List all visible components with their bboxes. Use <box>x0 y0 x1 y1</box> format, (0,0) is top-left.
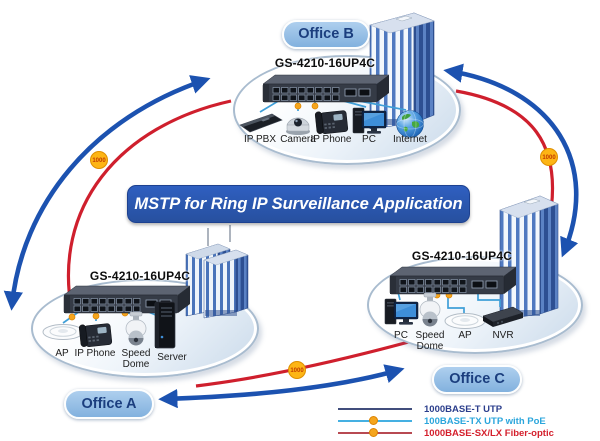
poe-line-swatch <box>338 416 412 426</box>
device-label: Speed Dome <box>415 330 445 352</box>
speed-dome-camera-icon <box>419 292 441 327</box>
pc-icon <box>384 298 419 325</box>
device-label: Internet <box>393 134 427 145</box>
legend-row-utp: 1000BASE-T UTP <box>338 403 600 415</box>
device-label: PC <box>362 134 376 145</box>
device-label: IP Phone <box>310 134 352 145</box>
legend-row-poe: 100BASE-TX UTP with PoE <box>338 415 600 427</box>
legend-label: 1000BASE-SX/LX Fiber-optic <box>424 427 554 439</box>
device-label: PC <box>394 330 408 341</box>
legend: 1000BASE-T UTP 100BASE-TX UTP with PoE 1… <box>338 403 600 439</box>
device-label: AP <box>458 330 472 341</box>
office-c-switch-model: GS-4210-16UP4C <box>411 249 513 263</box>
access-point-icon <box>444 313 486 329</box>
dome-camera-icon <box>286 117 310 135</box>
poe-dot-icon <box>369 416 378 426</box>
legend-label: 1000BASE-T UTP <box>424 403 503 415</box>
device-label: AP <box>55 348 69 359</box>
speed-badge: 1000 <box>288 361 306 379</box>
office-b-switch-model: GS-4210-16UP4C <box>274 56 376 70</box>
office-a-badge: Office A <box>64 389 154 419</box>
device-label: NVR <box>492 330 514 341</box>
ip-pbx-icon <box>239 113 283 133</box>
speed-badge: 1000 <box>540 148 558 166</box>
server-icon <box>154 301 176 349</box>
device-label: Speed Dome <box>121 348 151 370</box>
poe-dots <box>68 102 453 321</box>
ip-phone-icon <box>78 323 113 347</box>
poe-dot-icon <box>369 428 378 438</box>
legend-row-fiber: 1000BASE-SX/LX Fiber-optic <box>338 427 600 439</box>
device-label: Camera <box>280 134 316 145</box>
speed-dome-camera-icon <box>125 311 147 346</box>
speed-badge-label: 1000 <box>92 158 106 164</box>
nvr-icon <box>482 306 524 327</box>
office-b-badge: Office B <box>282 20 370 49</box>
speed-badge-label: 1000 <box>290 368 304 374</box>
device-label: Server <box>157 352 187 363</box>
office-c-switch-icon <box>389 266 517 295</box>
office-b-building-icon <box>369 12 435 129</box>
device-label: IP PBX <box>243 134 277 145</box>
speed-badge: 1000 <box>90 151 108 169</box>
legend-label: 100BASE-TX UTP with PoE <box>424 415 546 427</box>
utp-ring-segment-bottom <box>158 364 405 409</box>
office-b-switch-icon <box>262 74 390 103</box>
internet-globe-icon <box>396 110 424 138</box>
fiber-line-swatch <box>338 428 412 438</box>
pc-icon <box>352 107 387 134</box>
utp-ring-segment-left <box>3 75 211 311</box>
diagram-title: MSTP for Ring IP Surveillance Applicatio… <box>127 185 470 223</box>
utp-line-swatch <box>338 407 412 411</box>
speed-badge-label: 1000 <box>542 155 556 161</box>
device-label: IP Phone <box>74 348 116 359</box>
office-c-badge: Office C <box>432 365 522 394</box>
utp-ring-segment-right <box>443 63 579 258</box>
ip-phone-icon <box>314 110 349 134</box>
